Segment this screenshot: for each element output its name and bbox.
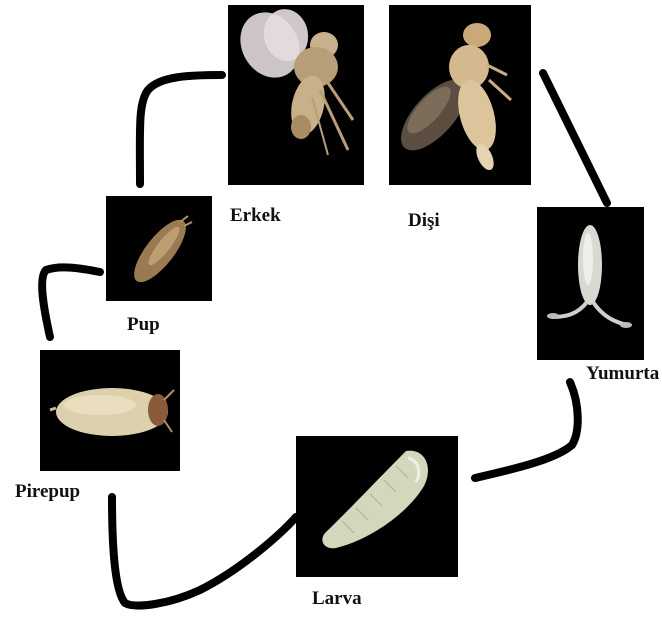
egg-photo	[537, 207, 644, 360]
label-pupa: Pup	[127, 315, 160, 334]
prepupa-photo	[40, 350, 180, 471]
label-prepupa: Pirepup	[15, 482, 80, 501]
label-larva: Larva	[312, 589, 362, 608]
connector-female-to-egg	[543, 73, 607, 203]
female-fly-photo	[389, 5, 531, 185]
label-egg: Yumurta	[586, 364, 659, 383]
larva-photo	[296, 436, 458, 577]
connector-male-to-pupa	[140, 75, 222, 184]
larva-icon	[296, 436, 458, 577]
egg-icon	[537, 207, 644, 360]
connector-pupa-to-prepupa	[42, 267, 100, 337]
connector-larva-to-egg	[475, 382, 578, 478]
pupa-photo	[106, 196, 212, 301]
pupa-icon	[106, 196, 212, 301]
adult-female-fly-icon	[389, 5, 531, 185]
connector-prepupa-to-larva	[112, 497, 296, 605]
adult-male-fly-icon	[228, 5, 364, 185]
label-female: Dişi	[408, 211, 440, 230]
male-fly-photo	[228, 5, 364, 185]
label-male: Erkek	[230, 206, 281, 225]
prepupa-icon	[40, 350, 180, 471]
